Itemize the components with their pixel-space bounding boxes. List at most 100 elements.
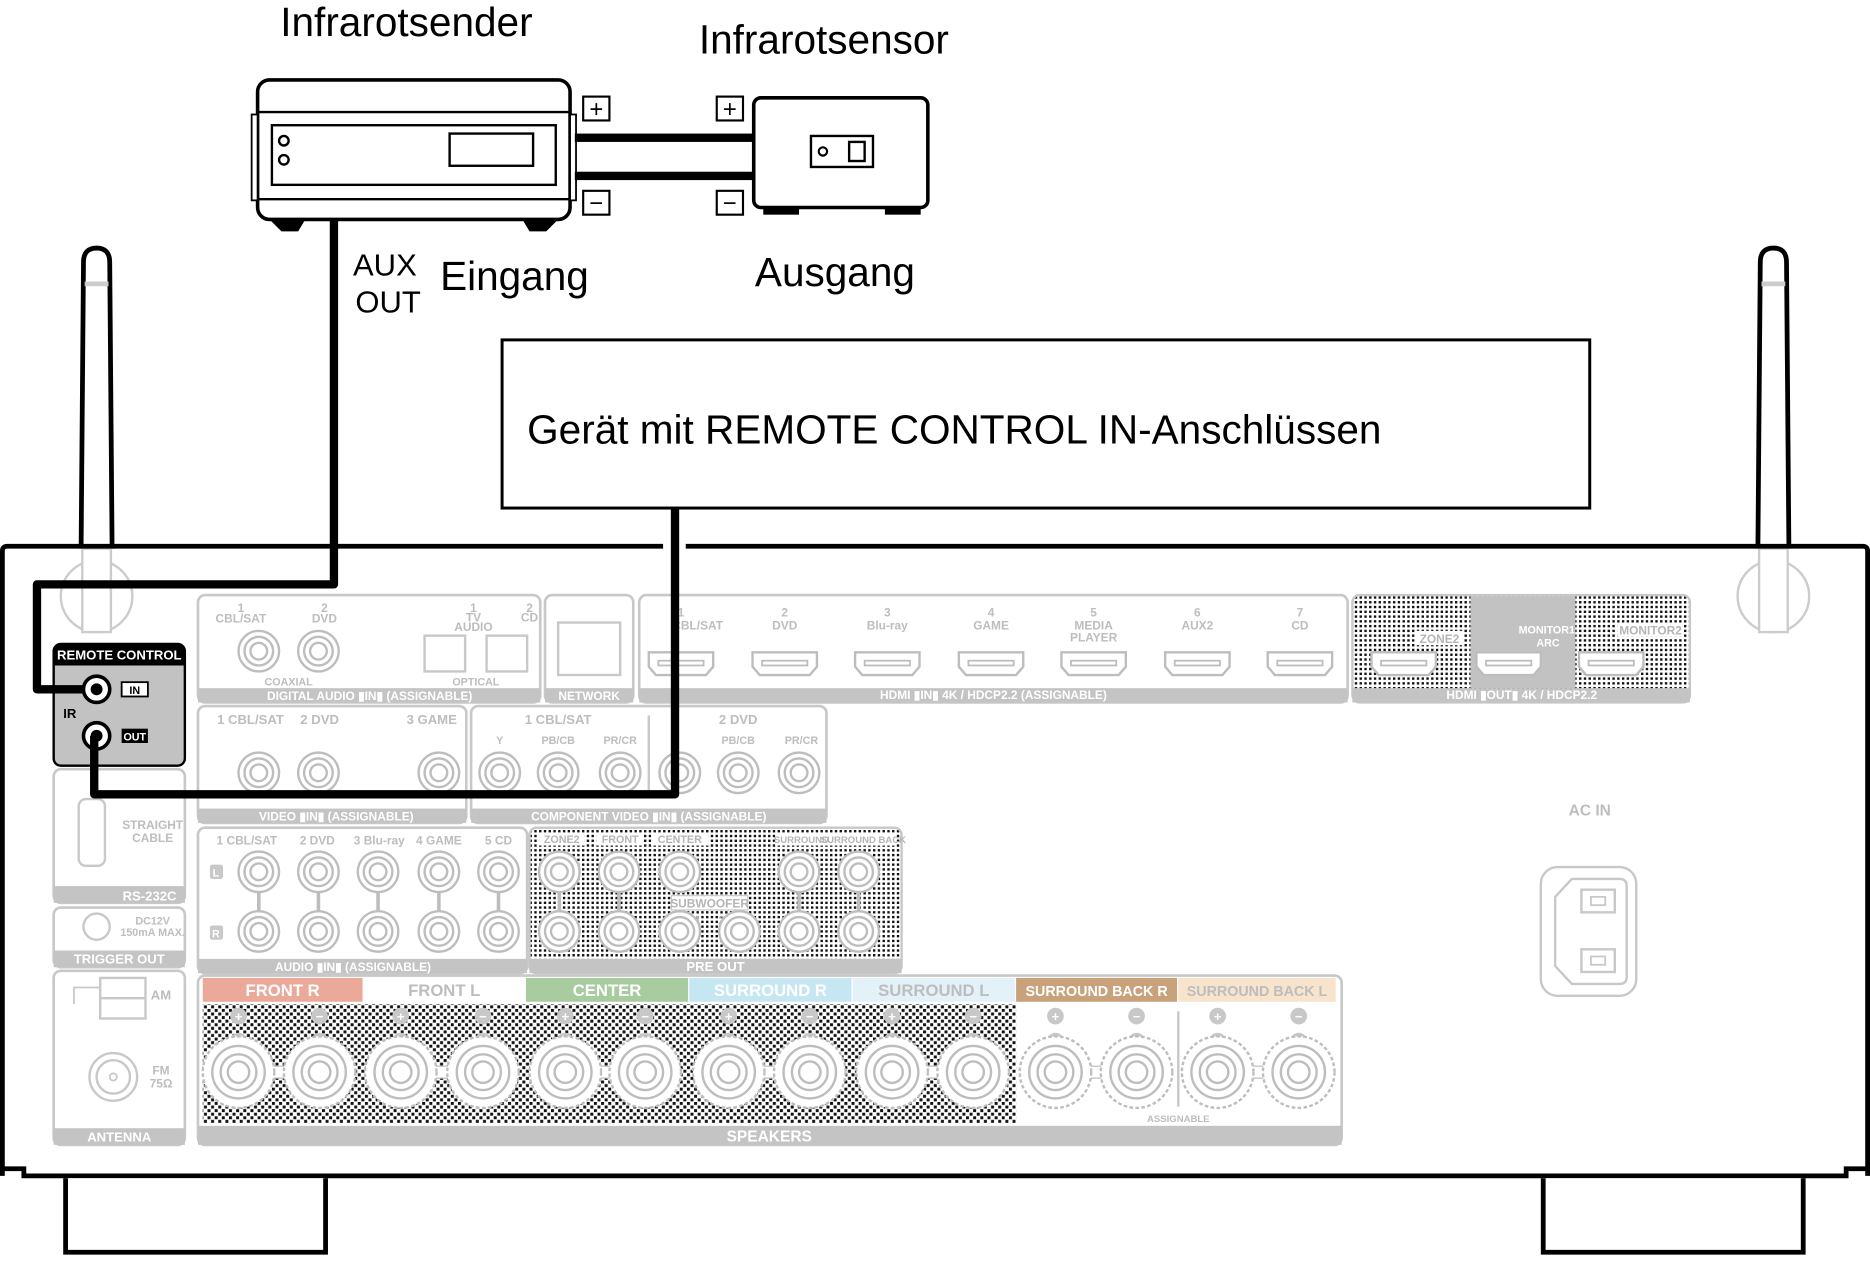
hdmi-out-label: HDMI ▮OUT▮ 4K / HDCP2.2 [1446, 688, 1597, 702]
svg-text:1 CBL/SAT: 1 CBL/SAT [525, 712, 592, 727]
coaxial-jack[interactable] [296, 629, 340, 673]
audio-in-jack-right[interactable] [296, 909, 340, 953]
svg-text:+: + [888, 1009, 896, 1024]
audio-in-jack-right[interactable] [477, 909, 520, 953]
svg-text:−: − [641, 1009, 649, 1024]
svg-text:+: + [561, 1009, 569, 1024]
component-jack[interactable] [598, 751, 642, 795]
audio-in-jack-right[interactable] [417, 909, 461, 953]
pre-out-jack[interactable] [837, 850, 881, 894]
hdmi-in-port[interactable] [647, 651, 715, 677]
rs232c-panel: RS-232C STRAIGHT CABLE [52, 767, 187, 905]
video-in-panel: VIDEO ▮IN▮ (ASSIGNABLE) 1 CBL/SAT 2 DVD … [196, 704, 468, 825]
hdmi-in-name: CBL/SAT [672, 619, 723, 633]
audio-in-jack-left[interactable] [237, 850, 281, 894]
video-jack[interactable] [296, 751, 340, 795]
trigger-out-panel: TRIGGER OUT DC12V 150mA MAX. [52, 906, 187, 969]
video-jack[interactable] [417, 751, 461, 795]
audio-in-panel: AUDIO ▮IN▮ (ASSIGNABLE) 1 CBL/SAT 2 DVD … [196, 826, 529, 975]
device-box-label: Gerät mit REMOTE CONTROL IN-Anschlüssen [527, 407, 1381, 453]
network-panel: NETWORK [543, 593, 635, 704]
audio-in-jack-left[interactable] [477, 850, 520, 894]
optical-port-icon [423, 634, 467, 673]
svg-text:STRAIGHT: STRAIGHT [122, 818, 184, 832]
pre-out-jack[interactable] [777, 909, 821, 953]
ir-transmitter-label: Infrarotsender [280, 0, 532, 45]
video-jack[interactable] [237, 751, 281, 795]
hdmi-in-number: 1 [678, 606, 685, 620]
svg-text:R: R [212, 928, 220, 940]
svg-text:1 CBL/SAT: 1 CBL/SAT [217, 712, 284, 727]
speaker-terminal-negative[interactable]: − [772, 1007, 847, 1110]
pre-out-jack[interactable] [777, 850, 821, 894]
hdmi-out-port[interactable] [1577, 651, 1645, 677]
pre-out-panel: PRE OUT ZONE2 FRONT CENTER SURROUND SURR… [528, 826, 906, 975]
hdmi-in-port[interactable] [957, 651, 1025, 677]
pre-out-subwoofer-jack[interactable] [658, 909, 702, 953]
speaker-terminal-negative[interactable]: − [1099, 1007, 1174, 1110]
svg-text:75Ω: 75Ω [150, 1077, 173, 1091]
speaker-terminal-negative[interactable]: − [282, 1007, 357, 1110]
audio-label: AUDIO ▮IN▮ (ASSIGNABLE) [275, 960, 431, 974]
speaker-channel-label: FRONT L [408, 981, 480, 1000]
pre-out-subwoofer-jack[interactable] [717, 909, 761, 953]
coaxial-jack[interactable] [237, 629, 281, 673]
svg-text:+: + [1214, 1009, 1222, 1024]
hdmi-in-port[interactable] [853, 651, 921, 677]
ac-in-socket[interactable]: AC IN [1539, 803, 1638, 998]
cable-ir-out-to-device [90, 508, 680, 799]
hdmi-in-name: GAME [973, 619, 1009, 633]
audio-in-jack-left[interactable] [296, 850, 340, 894]
hdmi-out-port[interactable] [1370, 651, 1438, 677]
pre-out-jack[interactable] [537, 909, 581, 953]
speaker-terminal-negative[interactable]: − [936, 1007, 1011, 1110]
ir-in-jack[interactable] [81, 674, 112, 705]
pre-out-jack[interactable] [837, 909, 881, 953]
pre-out-jack[interactable] [537, 850, 581, 894]
ir-out-tag: OUT [121, 728, 148, 744]
hdmi-in-port[interactable] [1266, 651, 1334, 677]
component-jack[interactable] [716, 751, 760, 795]
svg-text:3 GAME: 3 GAME [407, 712, 458, 727]
antenna-panel: ANTENNA AM FM 75Ω [52, 969, 187, 1147]
speaker-terminal-positive[interactable]: + [201, 1007, 276, 1110]
audio-in-jack-left[interactable] [417, 850, 461, 894]
pre-out-jack[interactable] [597, 909, 641, 953]
speaker-terminal-positive[interactable]: + [1180, 1007, 1255, 1110]
speaker-terminal-positive[interactable]: + [691, 1007, 766, 1110]
hdmi-in-port[interactable] [751, 651, 819, 677]
speaker-terminal-positive[interactable]: + [363, 1007, 438, 1110]
hdmi-in-number: 6 [1194, 606, 1201, 620]
hdmi-in-port[interactable] [1060, 651, 1128, 677]
sensor-cable-positive [574, 133, 754, 142]
speaker-terminal-positive[interactable]: + [1018, 1007, 1093, 1110]
pre-out-jack[interactable] [597, 850, 641, 894]
component-jack[interactable] [658, 751, 702, 795]
svg-text:2: 2 [526, 601, 533, 615]
hdmi-out-port[interactable] [1475, 651, 1543, 677]
audio-in-jack-right[interactable] [237, 909, 281, 953]
svg-text:OPTICAL: OPTICAL [452, 677, 499, 689]
speaker-terminal-negative[interactable]: − [608, 1007, 683, 1110]
speaker-terminal-negative[interactable]: − [1261, 1007, 1336, 1110]
svg-text:−: − [1295, 1009, 1303, 1024]
svg-text:ASSIGNABLE: ASSIGNABLE [1147, 1114, 1210, 1125]
remote-control-panel: REMOTE CONTROL IR [52, 642, 187, 767]
speaker-terminal-positive[interactable]: + [528, 1007, 603, 1110]
pre-out-center-jack[interactable] [658, 850, 702, 894]
svg-text:2 DVD: 2 DVD [719, 712, 758, 727]
audio-in-jack-left[interactable] [356, 850, 400, 894]
component-jack[interactable] [478, 751, 522, 795]
speaker-terminal-negative[interactable]: − [446, 1007, 520, 1110]
audio-in-jack-right[interactable] [356, 909, 400, 953]
hdmi-in-port[interactable] [1163, 651, 1231, 677]
svg-text:SPEAKERS: SPEAKERS [727, 1128, 812, 1145]
component-jack[interactable] [536, 751, 580, 795]
svg-text:−: − [589, 190, 603, 217]
component-jack[interactable] [777, 751, 821, 795]
speaker-terminal-positive[interactable]: + [855, 1007, 930, 1110]
svg-text:150mA MAX.: 150mA MAX. [120, 927, 185, 939]
speaker-channel-label: CENTER [573, 981, 642, 1000]
svg-text:PR/CR: PR/CR [603, 735, 637, 747]
svg-text:TRIGGER OUT: TRIGGER OUT [74, 952, 165, 967]
